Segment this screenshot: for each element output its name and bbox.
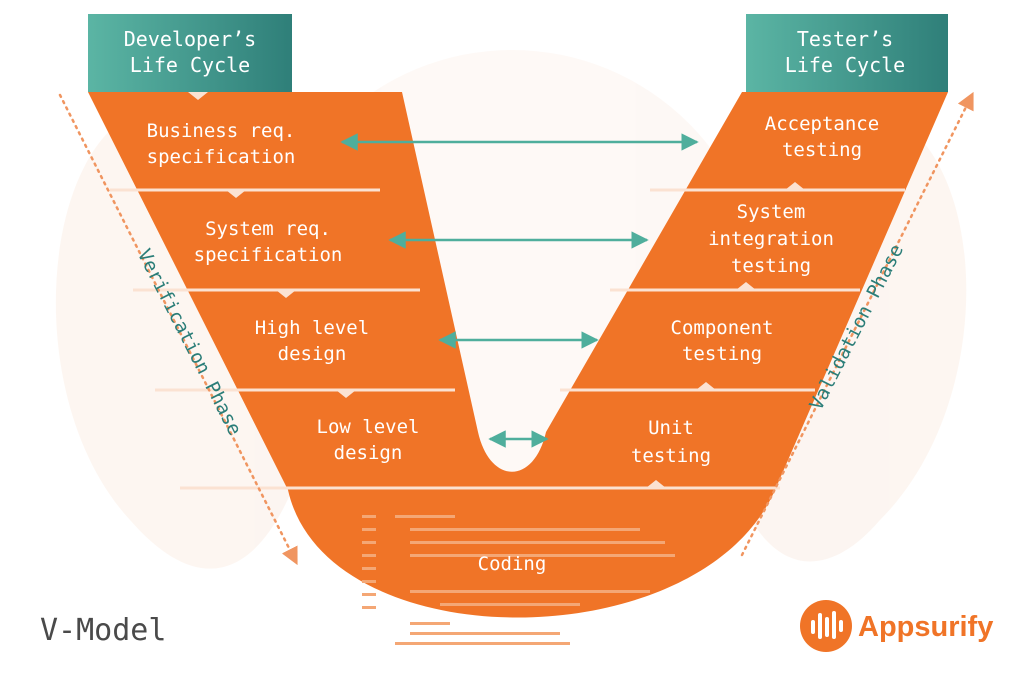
step-coding: Coding [478, 553, 547, 575]
step-label-line: design [278, 343, 347, 365]
step-acceptance-testing: Acceptance testing [765, 113, 879, 161]
step-label-line: testing [631, 445, 711, 467]
developer-header-line-2: Life Cycle [130, 53, 250, 77]
step-label-line: Acceptance [765, 113, 879, 135]
code-decoration [362, 515, 675, 645]
step-label-line: testing [731, 255, 811, 277]
diagram-title: V-Model [40, 613, 166, 648]
step-label-line: System [737, 201, 806, 223]
brand-name: Appsurify [858, 611, 993, 643]
step-unit-testing: Unit testing [631, 417, 711, 467]
step-label-line: Low level [317, 416, 420, 438]
validation-phase-arrow [740, 91, 974, 557]
developer-life-cycle-header: Developer’s Life Cycle [88, 14, 292, 92]
step-label-line: testing [682, 343, 762, 365]
tester-life-cycle-header: Tester’s Life Cycle [746, 14, 948, 92]
step-label-line: specification [194, 244, 343, 266]
step-label-line: integration [708, 228, 834, 250]
step-label-line: design [334, 442, 403, 464]
step-label-line: System req. [205, 218, 331, 240]
notch-markers [188, 92, 805, 488]
step-label-line: Component [671, 317, 774, 339]
step-system-integration-testing: System integration testing [708, 201, 834, 277]
verification-phase-arrow [58, 93, 298, 566]
step-high-level-design: High level design [255, 317, 369, 365]
step-component-testing: Component testing [671, 317, 774, 365]
appsurify-logo: Appsurify [800, 600, 993, 652]
tester-header-line-1: Tester’s [797, 27, 893, 51]
step-low-level-design: Low level design [317, 416, 420, 464]
step-system-req-specification: System req. specification [194, 218, 343, 266]
v-shape-body [88, 92, 948, 618]
step-label-line: Business req. [147, 120, 296, 142]
developer-header-line-1: Developer’s [124, 27, 256, 51]
step-label-line: specification [147, 146, 296, 168]
tester-header-line-2: Life Cycle [785, 53, 905, 77]
step-business-req-specification: Business req. specification [147, 120, 296, 168]
step-label-line: testing [782, 139, 862, 161]
step-label-line: Unit [648, 417, 694, 439]
verification-validation-links [340, 133, 699, 448]
step-label-line: High level [255, 317, 369, 339]
